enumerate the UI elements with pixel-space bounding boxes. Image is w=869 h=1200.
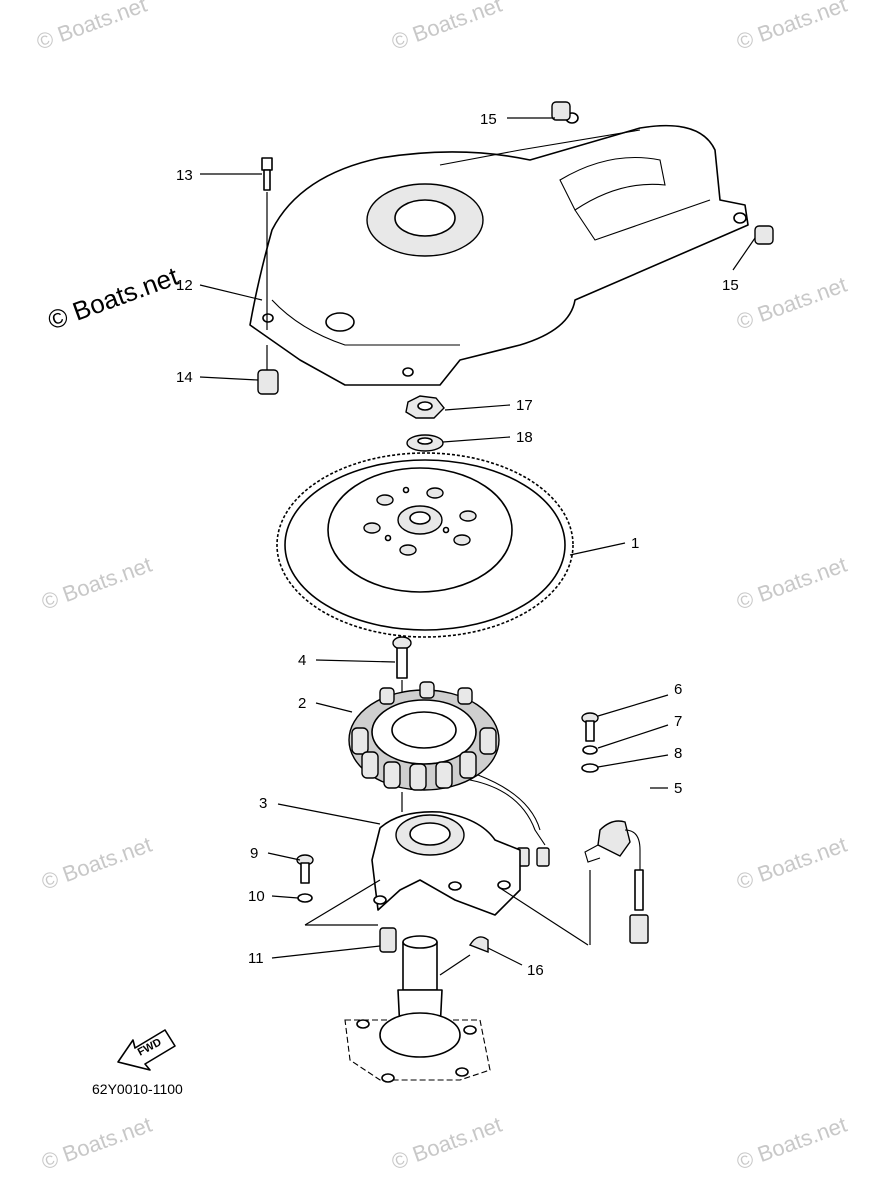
watermark-text: © Boats.net <box>388 0 505 55</box>
callout-number: 17 <box>516 397 533 414</box>
callout-number: 14 <box>176 369 193 386</box>
callout-number: 6 <box>674 681 682 698</box>
callout-number: 12 <box>176 277 193 294</box>
callouts: 15 13 12 15 14 17 18 1 4 2 3 6 7 8 5 9 1 <box>176 111 756 979</box>
watermark-text: © Boats.net <box>733 1112 850 1175</box>
callout-number: 15 <box>722 277 739 294</box>
callout-number: 10 <box>248 888 265 905</box>
woodruff-key <box>468 936 489 954</box>
watermark-text: © Boats.net <box>388 1112 505 1175</box>
callout-number: 2 <box>298 695 306 712</box>
watermark-main: © Boats.net <box>44 261 183 336</box>
callout-number: 1 <box>631 535 639 552</box>
crankshaft-base <box>344 935 491 1083</box>
fwd-arrow: FWD <box>117 1029 176 1071</box>
callout-number: 13 <box>176 167 193 184</box>
grommet-right <box>754 225 774 245</box>
lock-washer <box>582 745 598 755</box>
pulser-screw <box>581 712 599 742</box>
collar <box>379 927 397 953</box>
flywheel-nut <box>405 395 445 419</box>
pulser-coil <box>584 820 649 944</box>
watermark-text: © Boats.net <box>733 832 850 895</box>
watermark-text: © Boats.net <box>38 1112 155 1175</box>
callout-number: 5 <box>674 780 682 797</box>
diagram-code: 62Y0010-1100 <box>92 1081 183 1097</box>
callout-number: 4 <box>298 652 306 669</box>
stator-base <box>371 811 521 916</box>
flywheel-rotor <box>276 452 574 638</box>
callout-number: 3 <box>259 795 267 812</box>
watermark-text: © Boats.net <box>733 552 850 615</box>
grommet-top <box>551 101 571 121</box>
base-washer <box>297 893 313 903</box>
flywheel-cover <box>249 112 749 386</box>
callout-number: 18 <box>516 429 533 446</box>
flywheel-washer <box>406 434 444 452</box>
base-screw <box>296 854 314 884</box>
callout-number: 16 <box>527 962 544 979</box>
callout-number: 8 <box>674 745 682 762</box>
assembly-lines <box>304 792 591 946</box>
plain-washer <box>581 763 599 773</box>
callout-number: 7 <box>674 713 682 730</box>
callout-number: 11 <box>248 950 264 967</box>
watermark-text: © Boats.net <box>733 0 850 55</box>
cover-grommet <box>257 345 279 395</box>
stator-assembly <box>348 681 550 867</box>
watermark-text: © Boats.net <box>33 0 150 55</box>
watermark-text: © Boats.net <box>38 832 155 895</box>
watermark-text: © Boats.net <box>733 272 850 335</box>
callout-number: 15 <box>480 111 497 128</box>
stator-bolt <box>392 636 412 712</box>
cover-center-hole <box>394 199 456 237</box>
callout-number: 9 <box>250 845 258 862</box>
cover-bolt <box>261 157 273 330</box>
watermark-text: © Boats.net <box>38 552 155 615</box>
